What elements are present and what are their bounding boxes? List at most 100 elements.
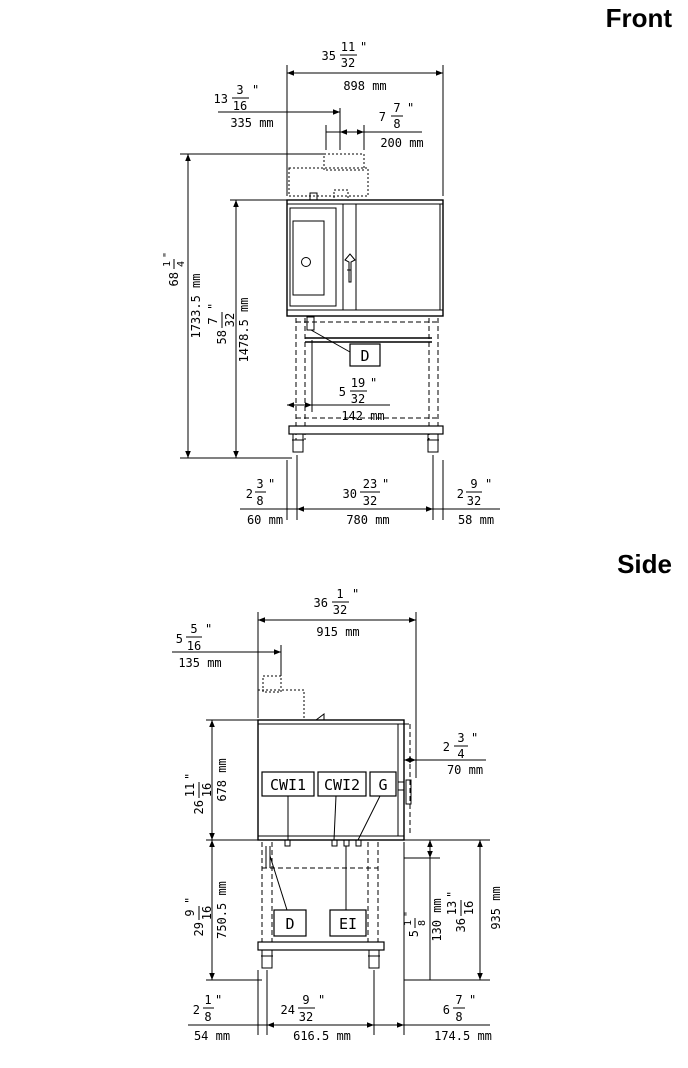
side-dim-handle: 2 3 4 " 70 mm bbox=[403, 731, 486, 778]
svg-text:1: 1 bbox=[162, 261, 173, 267]
svg-text:": " bbox=[318, 993, 325, 1007]
svg-text:60 mm: 60 mm bbox=[247, 513, 283, 527]
svg-text:2: 2 bbox=[457, 487, 464, 501]
svg-text:8: 8 bbox=[256, 494, 263, 508]
side-view-title: Side bbox=[617, 549, 672, 579]
svg-text:70 mm: 70 mm bbox=[447, 763, 483, 777]
svg-text:23: 23 bbox=[363, 477, 377, 491]
svg-text:11: 11 bbox=[183, 783, 197, 797]
svg-text:D: D bbox=[285, 915, 294, 933]
svg-text:750.5 mm: 750.5 mm bbox=[215, 881, 229, 939]
svg-text:32: 32 bbox=[363, 494, 377, 508]
svg-text:2: 2 bbox=[193, 1003, 200, 1017]
svg-text:": " bbox=[215, 993, 222, 1007]
svg-text:32: 32 bbox=[333, 603, 347, 617]
svg-text:11: 11 bbox=[341, 40, 355, 54]
svg-text:5: 5 bbox=[190, 622, 197, 636]
svg-text:": " bbox=[407, 101, 414, 115]
svg-text:": " bbox=[360, 40, 367, 54]
svg-text:": " bbox=[485, 477, 492, 491]
front-dim-body-height: 58 7 32 " 1478.5 mm bbox=[206, 199, 287, 458]
svg-text:7: 7 bbox=[379, 110, 386, 124]
svg-text:5: 5 bbox=[176, 632, 183, 646]
svg-text:": " bbox=[268, 477, 275, 491]
front-dim-total-height: 68 1 4 " 1733.5 mm bbox=[162, 153, 324, 459]
svg-text:32: 32 bbox=[351, 392, 365, 406]
svg-text:1: 1 bbox=[204, 993, 211, 1007]
svg-text:142 mm: 142 mm bbox=[341, 409, 384, 423]
svg-text:G: G bbox=[378, 776, 387, 794]
svg-text:13: 13 bbox=[214, 92, 228, 106]
svg-text:D: D bbox=[360, 347, 369, 365]
svg-text:915 mm: 915 mm bbox=[316, 625, 359, 639]
svg-text:7: 7 bbox=[206, 317, 220, 324]
svg-text:58: 58 bbox=[215, 330, 229, 344]
side-dim-bottom: 2 1 8 " 54 mm 24 9 32 " 616.5 mm 6 7 8 "… bbox=[188, 842, 492, 1043]
side-dim-right-heights: 5 1 8 " 130 mm 36 13 16 " 935 mm bbox=[403, 839, 503, 981]
front-view-title: Front bbox=[606, 3, 673, 33]
front-unit-drawing bbox=[286, 153, 444, 453]
svg-text:130 mm: 130 mm bbox=[430, 898, 444, 941]
svg-text:30: 30 bbox=[343, 487, 357, 501]
svg-text:": " bbox=[469, 993, 476, 1007]
svg-text:": " bbox=[252, 83, 259, 97]
svg-text:": " bbox=[205, 622, 212, 636]
side-label-ei: EI bbox=[329, 909, 367, 937]
side-dim-depth: 36 1 32 " 915 mm bbox=[257, 587, 417, 778]
front-drain-label: D bbox=[349, 343, 381, 367]
svg-text:16: 16 bbox=[200, 783, 214, 797]
svg-text:54 mm: 54 mm bbox=[194, 1029, 230, 1043]
side-dim-body-height: 26 11 16 " 678 mm bbox=[183, 719, 258, 841]
svg-text:3: 3 bbox=[236, 83, 243, 97]
svg-text:335 mm: 335 mm bbox=[230, 116, 273, 130]
svg-text:6: 6 bbox=[443, 1003, 450, 1017]
svg-text:32: 32 bbox=[223, 313, 237, 327]
svg-text:2: 2 bbox=[443, 740, 450, 754]
svg-text:5: 5 bbox=[339, 385, 346, 399]
svg-text:898 mm: 898 mm bbox=[343, 79, 386, 93]
svg-text:4: 4 bbox=[457, 747, 464, 761]
front-dim-bottom: 2 3 8 " 60 mm 30 23 32 " 780 mm 2 9 32 "… bbox=[240, 455, 500, 527]
svg-text:16: 16 bbox=[233, 99, 247, 113]
svg-text:1733.5 mm: 1733.5 mm bbox=[189, 273, 203, 338]
svg-text:": " bbox=[162, 252, 173, 258]
front-dim-drain-offset: 5 19 32 " 142 mm bbox=[287, 340, 390, 423]
side-label-drain: D bbox=[273, 909, 307, 937]
svg-text:19: 19 bbox=[351, 376, 365, 390]
svg-text:1478.5 mm: 1478.5 mm bbox=[237, 297, 251, 362]
svg-text:36: 36 bbox=[314, 596, 328, 610]
svg-text:68: 68 bbox=[167, 272, 181, 286]
svg-text:7: 7 bbox=[393, 101, 400, 115]
svg-text:8: 8 bbox=[393, 117, 400, 131]
svg-text:29: 29 bbox=[192, 922, 206, 936]
side-label-gas: G bbox=[357, 771, 397, 841]
svg-text:1: 1 bbox=[336, 587, 343, 601]
svg-text:780 mm: 780 mm bbox=[346, 513, 389, 527]
svg-text:3: 3 bbox=[256, 477, 263, 491]
svg-text:36: 36 bbox=[454, 918, 468, 932]
svg-text:16: 16 bbox=[200, 906, 214, 920]
svg-text:": " bbox=[403, 911, 414, 917]
side-label-cwi2: CWI2 bbox=[317, 771, 367, 841]
svg-text:16: 16 bbox=[462, 901, 476, 915]
svg-text:5: 5 bbox=[407, 930, 421, 937]
svg-text:CWI1: CWI1 bbox=[270, 776, 306, 794]
svg-text:": " bbox=[471, 731, 478, 745]
svg-text:9: 9 bbox=[302, 993, 309, 1007]
svg-text:CWI2: CWI2 bbox=[324, 776, 360, 794]
svg-text:4: 4 bbox=[176, 261, 187, 267]
front-dim-width: 35 11 32 " 898 mm bbox=[286, 40, 444, 196]
front-dim-flue-width: 7 7 8 " 200 mm bbox=[325, 101, 424, 150]
svg-text:32: 32 bbox=[341, 56, 355, 70]
svg-text:EI: EI bbox=[339, 915, 357, 933]
svg-text:200 mm: 200 mm bbox=[380, 136, 423, 150]
side-dim-flue-offset: 5 5 16 " 135 mm bbox=[172, 622, 282, 676]
front-dim-flue-offset: 13 3 16 " 335 mm bbox=[214, 83, 341, 150]
svg-text:3: 3 bbox=[457, 731, 464, 745]
svg-text:24: 24 bbox=[281, 1003, 295, 1017]
svg-text:32: 32 bbox=[467, 494, 481, 508]
side-label-cwi1: CWI1 bbox=[261, 771, 315, 840]
svg-text:9: 9 bbox=[183, 909, 197, 916]
